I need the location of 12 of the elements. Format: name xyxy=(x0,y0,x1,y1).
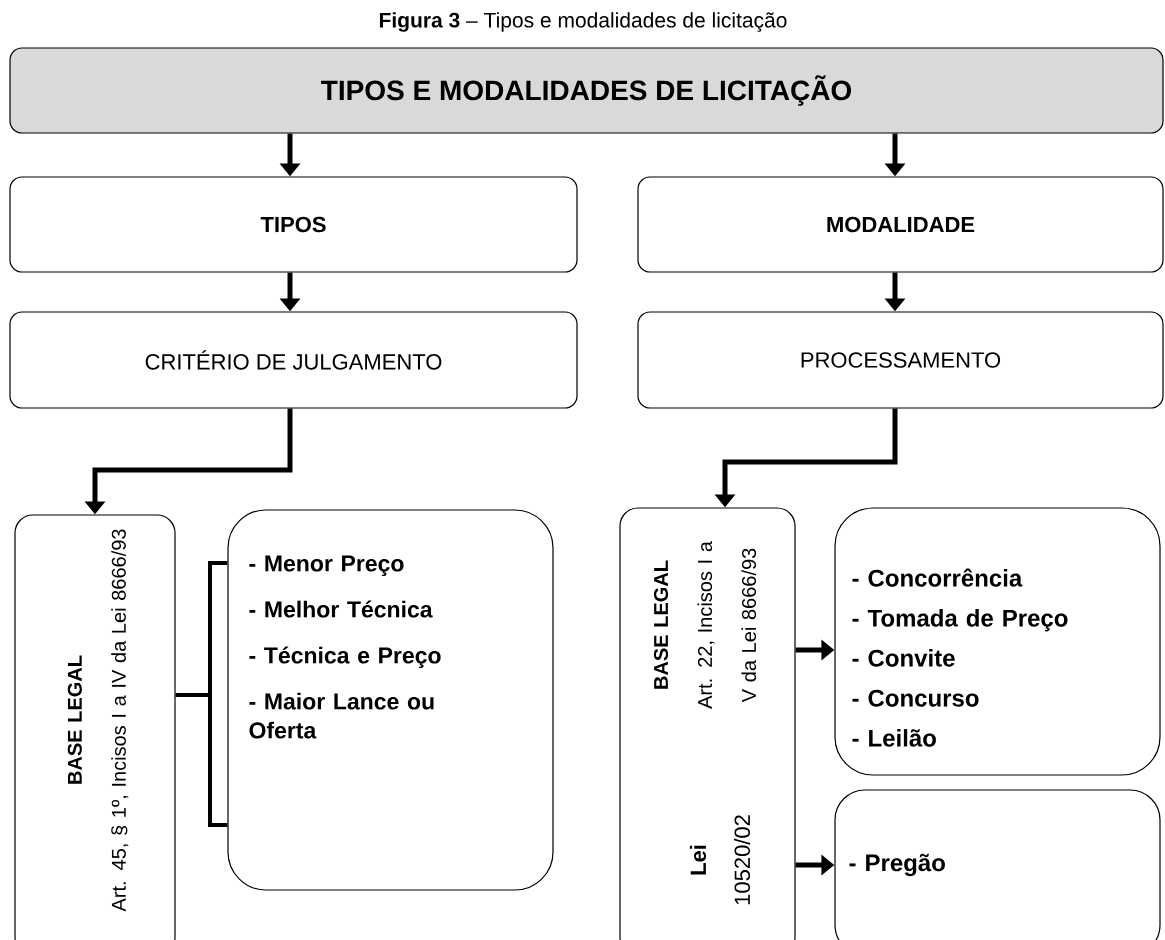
list-box: - Pregão xyxy=(834,789,1161,940)
category-box: TIPOS xyxy=(9,176,578,273)
legal-basis-box: BASE LEGAL Art. 22, Incisos I a V da Lei 8666/93 Lei 10520/02 xyxy=(619,507,796,940)
category-box: MODALIDADE xyxy=(637,176,1164,273)
list-box: - Menor Preço - Melhor Técnica - Técnica e Preço - Maior Lance ou Oferta xyxy=(227,509,554,891)
process-box: CRITÉRIO DE JULGAMENTO xyxy=(9,311,578,409)
title-box: TIPOS E MODALIDADES DE LICITAÇÃO xyxy=(9,47,1164,134)
figure-title: Figura 3 – Tipos e modalidades de licitação xyxy=(379,12,787,32)
legal-basis-box: BASE LEGAL Art. 45, § 1º, Incisos I a IV da Lei 8666/93 xyxy=(14,514,176,940)
process-box: PROCESSAMENTO xyxy=(637,311,1164,409)
list-box: - Concorrência - Tomada de Preço - Convite - Concurso - Leilão xyxy=(834,507,1161,776)
bracket-connector xyxy=(173,561,230,827)
